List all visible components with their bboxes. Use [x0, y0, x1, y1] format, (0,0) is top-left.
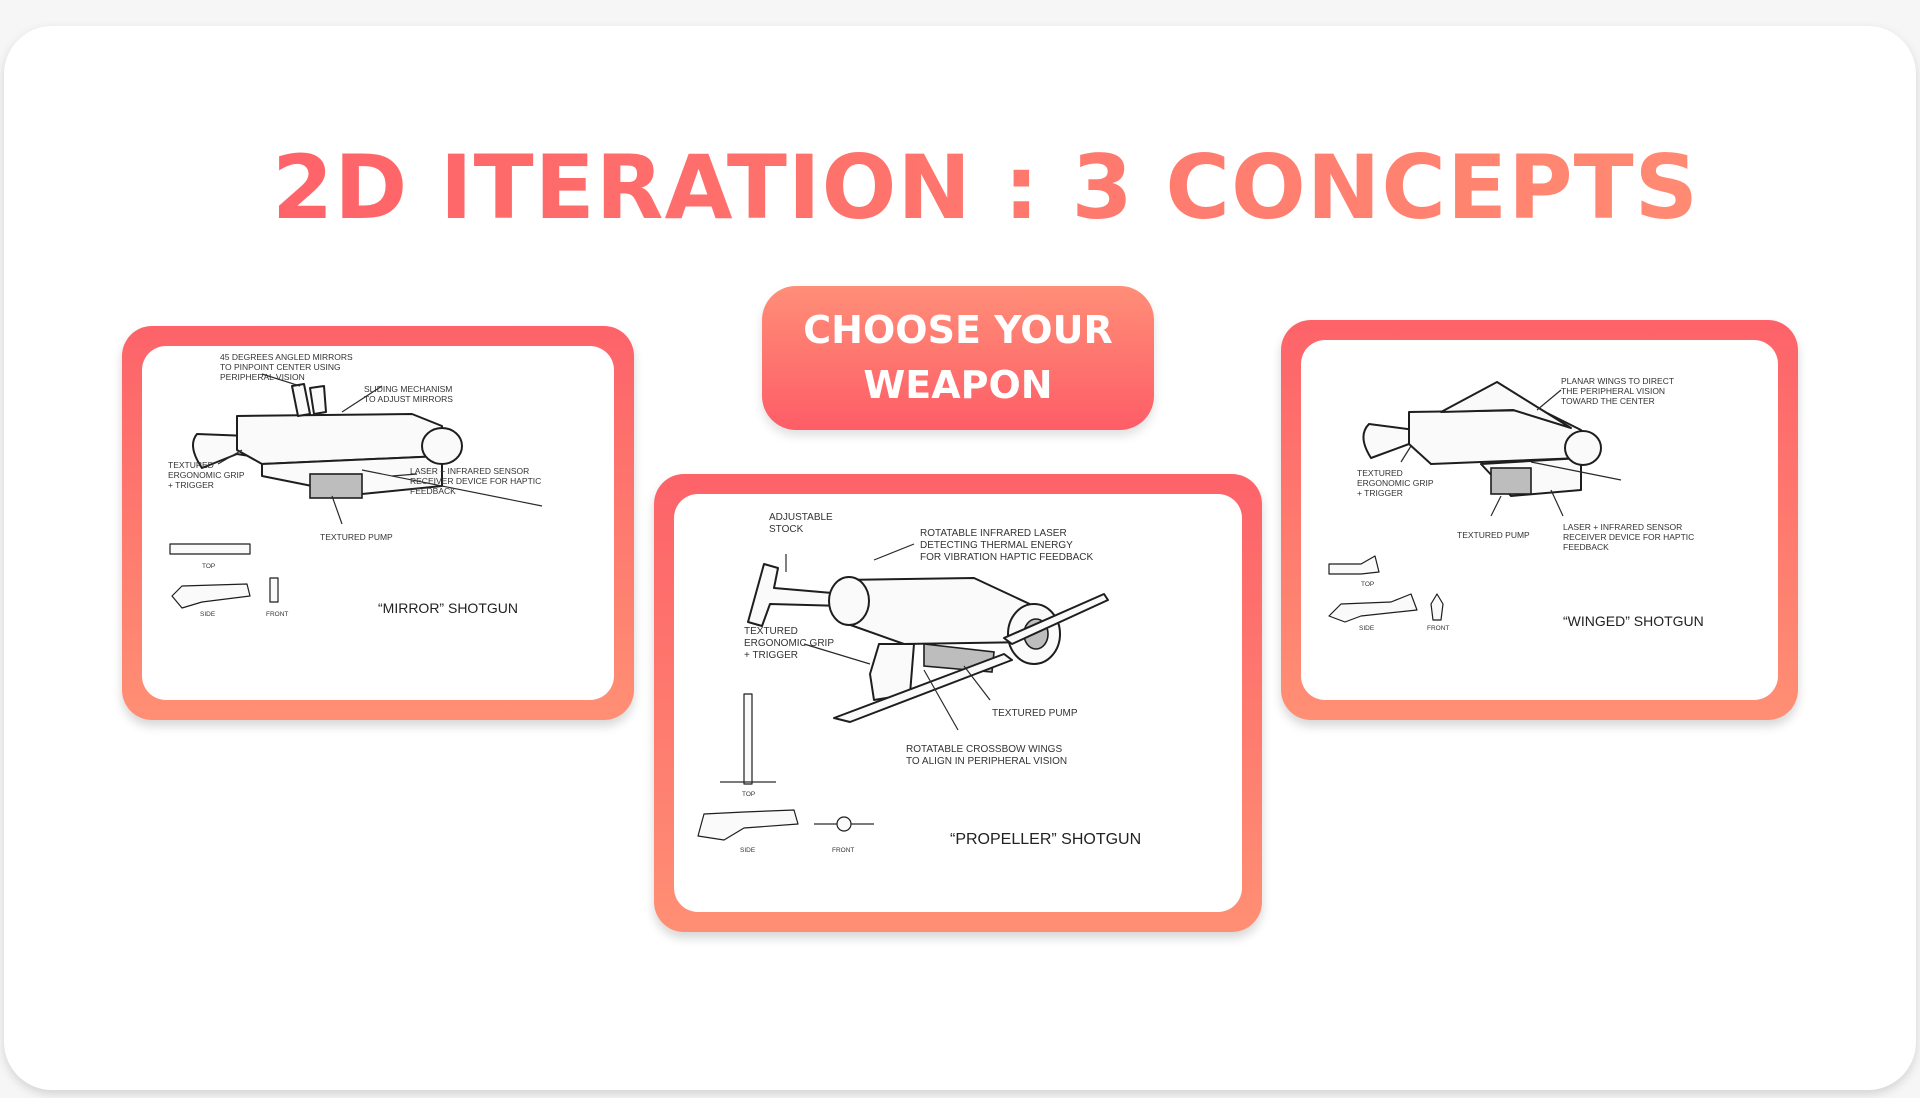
propeller-wing-lower — [833, 653, 1013, 723]
sketch-panel-propeller: ADJUSTABLE STOCK ROTATABLE INFRARED LASE… — [674, 494, 1242, 912]
view-label-side: SIDE — [740, 847, 756, 854]
leader-line — [1550, 489, 1564, 517]
concept-caption-winged: “WINGED” SHOTGUN — [1563, 613, 1704, 629]
annotation-laser: ROTATABLE INFRARED LASER DETECTING THERM… — [920, 528, 1093, 563]
winged-laser-line — [1530, 461, 1622, 481]
winged-side-view — [1328, 593, 1418, 623]
mirror-muzzle — [421, 427, 463, 465]
mirror-front-view — [269, 577, 279, 603]
winged-muzzle — [1564, 430, 1602, 466]
mirror-pump — [309, 473, 363, 499]
propeller-wing-upper — [1003, 593, 1109, 645]
annotation-pump: TEXTURED PUMP — [992, 708, 1078, 719]
view-label-front: FRONT — [266, 611, 288, 618]
mirror-mirror-right — [309, 385, 327, 415]
leader-line — [217, 449, 243, 465]
mirror-mirror-left — [291, 383, 311, 417]
choose-weapon-button[interactable]: CHOOSE YOUR WEAPON — [762, 286, 1154, 430]
propeller-receiver — [841, 577, 1035, 645]
concept-card-winged[interactable]: PLANAR WINGS TO DIRECT THE PERIPHERAL VI… — [1281, 320, 1798, 720]
leader-line — [261, 373, 301, 387]
view-label-front: FRONT — [1427, 625, 1449, 632]
winged-front-view — [1430, 593, 1444, 621]
propeller-side-view — [697, 809, 799, 841]
concept-caption-propeller: “PROPELLER” SHOTGUN — [950, 831, 1141, 848]
sketch-panel-winged: PLANAR WINGS TO DIRECT THE PERIPHERAL VI… — [1301, 340, 1778, 700]
propeller-front-view — [836, 816, 852, 832]
view-label-front: FRONT — [832, 847, 854, 854]
leader-line — [1536, 389, 1562, 411]
propeller-shotgun-sketch: ADJUSTABLE STOCK ROTATABLE INFRARED LASE… — [697, 512, 1141, 854]
winged-pump — [1490, 467, 1532, 495]
leader-line — [341, 385, 383, 413]
annotation-stock: ADJUSTABLE STOCK — [769, 512, 836, 535]
winged-wing — [1440, 381, 1572, 429]
mirror-side-view — [171, 583, 251, 609]
annotation-wings: ROTATABLE CROSSBOW WINGS TO ALIGN IN PER… — [906, 744, 1067, 767]
view-label-top: TOP — [202, 563, 215, 570]
page-title: 2D ITERATION : 3 CONCEPTS — [272, 136, 1700, 239]
mirror-shotgun-sketch: 45 DEGREES ANGLED MIRRORS TO PINPOINT CE… — [168, 352, 544, 618]
sketch-panel-mirror: 45 DEGREES ANGLED MIRRORS TO PINPOINT CE… — [142, 346, 614, 700]
concept-card-mirror[interactable]: 45 DEGREES ANGLED MIRRORS TO PINPOINT CE… — [122, 326, 634, 720]
mirror-top-view — [169, 543, 251, 555]
leader-line — [1490, 495, 1502, 517]
annotation-laser: LASER + INFRARED SENSOR RECEIVER DEVICE … — [410, 466, 544, 496]
view-label-top: TOP — [1361, 581, 1374, 588]
propeller-rear-cap — [828, 576, 870, 626]
concept-caption-mirror: “MIRROR” SHOTGUN — [378, 600, 518, 616]
leader-line — [963, 665, 991, 701]
annotation-grip: TEXTURED ERGONOMIC GRIP + TRIGGER — [1357, 468, 1436, 498]
view-label-top: TOP — [742, 791, 755, 798]
annotation-grip: TEXTURED ERGONOMIC GRIP + TRIGGER — [744, 626, 837, 661]
concept-card-propeller[interactable]: ADJUSTABLE STOCK ROTATABLE INFRARED LASE… — [654, 474, 1262, 932]
winged-top-view — [1328, 555, 1380, 575]
winged-shotgun-sketch: PLANAR WINGS TO DIRECT THE PERIPHERAL VI… — [1328, 376, 1704, 632]
propeller-top-view — [743, 693, 753, 785]
annotation-laser: LASER + INFRARED SENSOR RECEIVER DEVICE … — [1563, 522, 1697, 552]
leader-line — [331, 495, 343, 525]
leader-line — [873, 543, 915, 561]
view-label-side: SIDE — [1359, 625, 1375, 632]
annotation-pump: TEXTURED PUMP — [320, 532, 393, 542]
annotation-pump: TEXTURED PUMP — [1457, 530, 1530, 540]
leader-line — [391, 473, 418, 477]
leader-line — [803, 643, 871, 665]
annotation-grip: TEXTURED ERGONOMIC GRIP + TRIGGER — [168, 460, 247, 490]
annotation-sliding: SLIDING MECHANISM TO ADJUST MIRRORS — [364, 384, 455, 404]
leader-line — [923, 669, 959, 731]
leader-line — [1400, 445, 1412, 463]
annotation-wings: PLANAR WINGS TO DIRECT THE PERIPHERAL VI… — [1561, 376, 1676, 406]
annotation-mirrors: 45 DEGREES ANGLED MIRRORS TO PINPOINT CE… — [220, 352, 355, 382]
view-label-side: SIDE — [200, 611, 216, 618]
